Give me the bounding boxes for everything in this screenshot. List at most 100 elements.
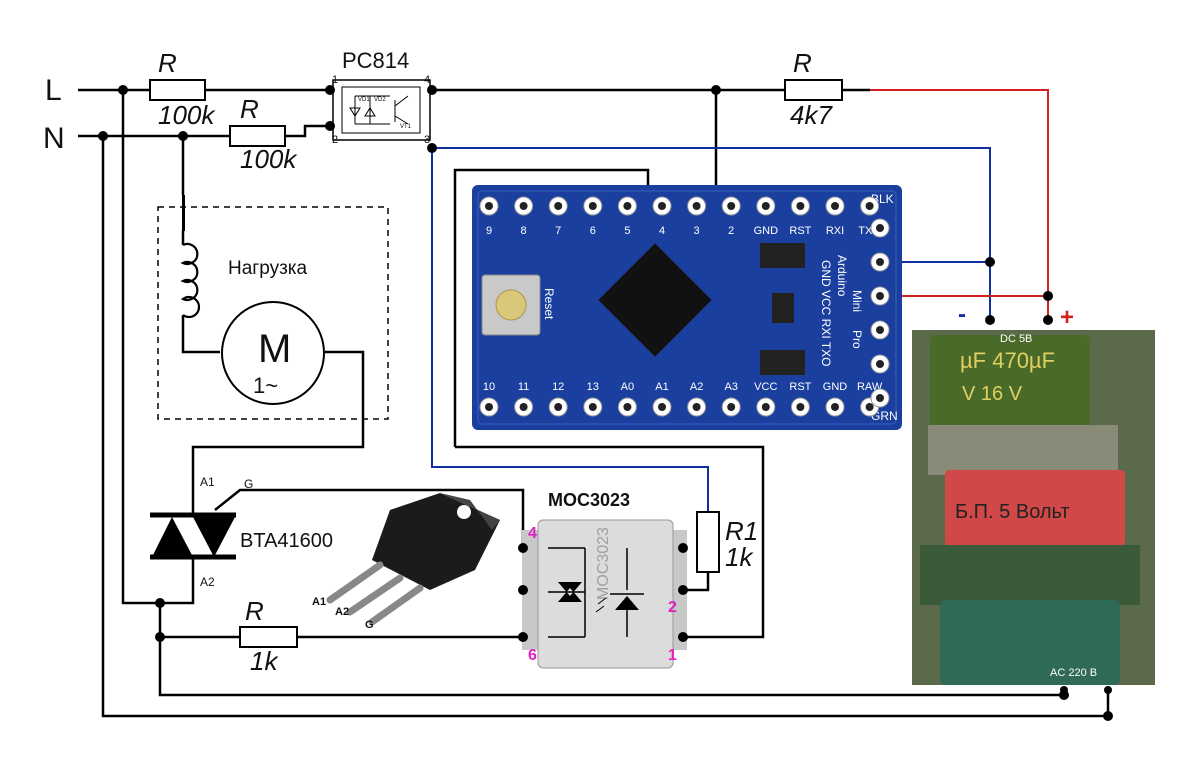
pin-hole [865, 403, 874, 411]
triac-g-label: G [244, 477, 253, 491]
psu-plus: + [1060, 304, 1074, 331]
pc814-vd2: VD2 [374, 97, 386, 103]
arduino-pin-label-bottom-2: 12 [552, 381, 564, 393]
moc-body-text: MOC3023 [595, 527, 612, 600]
pkg-pin-a2: A2 [335, 606, 349, 618]
pc814-title: PC814 [342, 48, 409, 73]
pkg-pin-a1: A1 [312, 596, 326, 608]
pin-hole [796, 202, 805, 210]
arduino-pin-label-bottom-6: A2 [690, 381, 703, 393]
pin-hole [588, 403, 597, 411]
pc814-pin4: 4 [424, 74, 430, 86]
triac-package: A1 A2 G [312, 493, 500, 631]
resistor-r-l [149, 79, 206, 101]
psu-ac-label: AC 220 B [1050, 667, 1097, 679]
pin-hole [876, 394, 884, 402]
arduino-pin-label-bottom-3: 13 [587, 381, 599, 393]
pc814-optocoupler: PC814 VD1 VD2 VT1 1 2 3 4 [325, 48, 437, 153]
psu-dc-label: DC 5B [1000, 333, 1032, 345]
moc-pin1: 1 [668, 647, 677, 664]
pin-hole [658, 202, 666, 210]
resistor-gate [239, 626, 298, 648]
arduino-pin-label-top-3: 6 [590, 225, 596, 237]
moc3023: MOC3023 MOC3023 4 6 2 1 [518, 490, 688, 669]
load-block: Нагрузка M 1~ [157, 195, 389, 420]
pin-hole [876, 360, 884, 368]
psu-cap-text: µF 470µF [960, 348, 1055, 373]
psu-minus: - [958, 301, 966, 328]
pin-hole [588, 202, 597, 210]
pc814-pin1: 1 [332, 74, 338, 86]
resistor-r1-value: 1k [725, 542, 754, 572]
pc814-pin3: 3 [424, 134, 430, 146]
arduino-pin-label-top-10: RXI [826, 225, 844, 237]
triac-a2-label: A2 [200, 575, 215, 589]
board-side-bottom: GRN [871, 409, 898, 423]
arduino-pro-mini: Reset GND VCC RXI TXO Arduino Mini Pro B… [472, 185, 902, 430]
arduino-pin-label-bottom-7: A3 [724, 381, 737, 393]
resistor-r-l-value: 100k [158, 100, 216, 130]
resistor-r1-name: R1 [725, 516, 758, 546]
triac-symbol: A1 G A2 BTA41600 [150, 475, 333, 589]
pin-hole [692, 403, 701, 411]
pin-hole [761, 403, 770, 411]
board-vert-pro: Pro [850, 330, 864, 349]
resistor-r1 [696, 511, 720, 573]
red-wires [870, 89, 1049, 320]
motor-sub: 1~ [253, 373, 278, 398]
pin-hole [554, 202, 563, 210]
pin-hole [554, 403, 563, 411]
resistor-r-l-name: R [158, 48, 177, 78]
psu-module: µF 470µF V 16 V Б.П. 5 Вольт DC 5B AC 22… [912, 301, 1155, 685]
motor-letter: M [258, 327, 291, 371]
moc-pin6: 6 [528, 647, 537, 664]
resistor-r-n [229, 125, 286, 147]
load-title: Нагрузка [228, 258, 308, 279]
pin-hole [865, 202, 874, 210]
resistor-r-n-value: 100k [240, 144, 298, 174]
resistor-4k7-name: R [793, 48, 812, 78]
triac-a1-label: A1 [200, 475, 215, 489]
pin-hole [485, 403, 493, 411]
pkg-pin-g: G [365, 619, 374, 631]
arduino-pin-label-bottom-0: 10 [483, 381, 495, 393]
resistor-gate-value: 1k [250, 646, 279, 676]
pin-hole [727, 403, 736, 411]
resistor-4k7 [784, 79, 843, 101]
pin-hole [485, 202, 493, 210]
arduino-pin-label-top-4: 5 [624, 225, 630, 237]
pin-hole [519, 202, 528, 210]
arduino-pin-label-bottom-8: VCC [754, 381, 777, 393]
board-vert-arduino: Arduino [835, 255, 849, 297]
pin-hole [796, 403, 805, 411]
arduino-pin-label-bottom-10: GND [823, 381, 848, 393]
pin-hole [727, 202, 736, 210]
line-n-label: N [43, 122, 65, 155]
arduino-pin-label-top-9: RST [789, 225, 811, 237]
triac-name: BTA41600 [240, 530, 333, 552]
arduino-pin-label-top-8: GND [754, 225, 779, 237]
pin-hole [692, 202, 701, 210]
pc814-pin2: 2 [332, 134, 338, 146]
arduino-pin-label-bottom-9: RST [789, 381, 811, 393]
line-l-label: L [45, 74, 62, 107]
arduino-pin-label-top-0: 9 [486, 225, 492, 237]
reset-label: Reset [542, 288, 556, 320]
arduino-pin-label-top-6: 3 [694, 225, 700, 237]
resistor-4k7-value: 4k7 [790, 100, 833, 130]
pc814-vt1: VT1 [400, 124, 412, 130]
pin-hole [876, 326, 884, 334]
moc-title: MOC3023 [548, 490, 630, 510]
arduino-pin-label-top-5: 4 [659, 225, 665, 237]
psu-cap-volt: V 16 V [962, 383, 1023, 405]
pin-hole [876, 292, 884, 300]
pin-hole [623, 202, 632, 210]
pin-hole [658, 403, 666, 411]
arduino-pin-label-bottom-4: A0 [621, 381, 634, 393]
arduino-pin-label-bottom-5: A1 [655, 381, 668, 393]
pin-hole [623, 403, 632, 411]
pin-hole [831, 202, 839, 210]
pin-hole [831, 403, 839, 411]
